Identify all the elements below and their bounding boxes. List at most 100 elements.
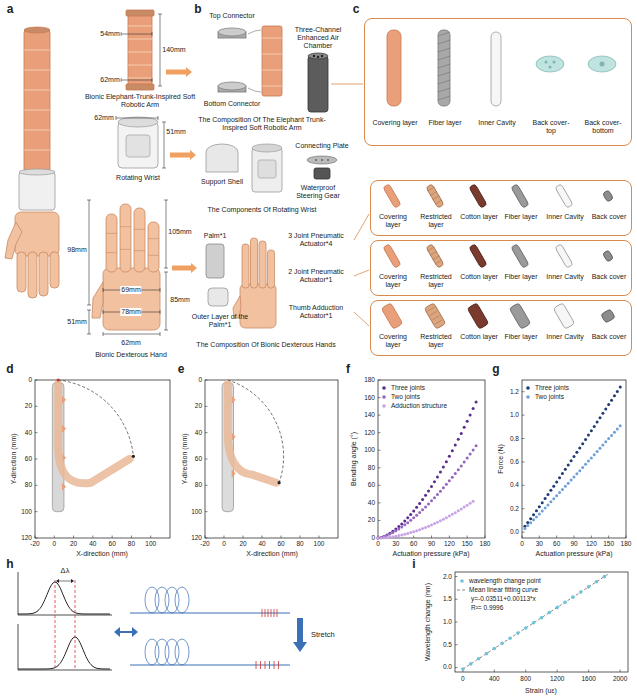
tick-label: 90 [428,540,435,547]
data-point [575,472,578,475]
data-point [570,459,573,462]
data-point [475,400,478,403]
tick-label: 80 [368,464,375,471]
fiber-coil [175,587,189,613]
data-point [587,585,591,589]
data-point [538,512,541,515]
tick-mark [131,536,132,539]
dimension-tick [164,200,168,201]
data-point [436,521,439,524]
legend-line [457,590,467,591]
tick-label: 0 [52,540,56,547]
palm-outer-layer [208,288,228,306]
plate-hole [321,159,323,161]
layer-name: Inner Cavity [544,273,586,281]
assembly-curve [248,30,261,34]
data-point [472,448,475,451]
part-name: 2 Joint Pneumatic Actuator*1 [282,268,350,284]
restricted-rib [435,200,442,204]
finger [39,252,48,296]
fbg-grating [260,661,261,669]
finger-detail [134,208,145,272]
fiber-winding [438,72,450,76]
layer-name: Cotton layer [458,273,500,281]
tick-mark [281,536,282,539]
tick-mark [378,432,381,433]
data-point [406,516,409,519]
tick-label: 2000 [613,675,627,682]
layer-name: Cotton layer [458,213,500,221]
finger-detail [148,222,159,272]
finger [28,252,37,298]
fiber-winding [438,32,450,36]
dimension-label: 62mm [120,339,141,347]
dimension-label: 69mm [120,286,141,294]
data-point [581,442,584,445]
orange-arrow [170,150,196,160]
finger-joint [106,252,117,253]
axis-title: Wavelength change (nm) [424,583,432,661]
fiber-winding [438,40,450,44]
arm-band [24,50,50,51]
part-name: Palm*1 [204,232,227,240]
data-point [619,424,622,427]
cover-hole [600,62,605,67]
data-point [377,537,380,540]
tick-mark [205,536,206,539]
top-connector-face [218,28,246,36]
plot-frame [205,380,338,538]
tick-mark [300,536,301,539]
data-point [394,535,397,538]
wrist-top [118,117,158,127]
tick-label: 0.4 [510,482,519,489]
data-point [581,466,584,469]
cover-hole [553,61,556,64]
dimension-line [121,80,152,81]
data-point [379,536,382,539]
data-point [558,476,561,479]
restricted-rib [430,311,437,315]
fiber-winding [438,96,450,100]
tick-mark [205,538,208,539]
wrist-detail [118,122,158,168]
data-point [451,449,454,452]
tick-label: 30 [536,540,543,547]
legend-marker [526,395,530,399]
tick-label: 0 [28,376,32,383]
optical-fiber [130,613,290,614]
bracket-line [354,214,369,240]
spectrum-axis [18,572,112,615]
data-point [421,527,424,530]
tick-mark [522,391,525,392]
data-point [516,631,520,635]
tick-mark [395,536,396,539]
legend-text: Three joints [535,384,569,391]
data-point [548,611,552,615]
chamber-marker [232,396,236,404]
data-point [540,616,544,620]
tick-mark [205,432,208,433]
chamber-marker [62,483,66,491]
tick-label: 40 [258,540,265,547]
arrow-head-shape [71,579,74,583]
finger-bent [228,384,276,483]
tick-mark [35,406,38,407]
dimension-tick [162,168,166,169]
tick-mark [35,511,38,512]
tick-mark [224,536,225,539]
dimension-label: 51mm [66,318,87,326]
layer-name: Fiber layer [500,213,542,221]
tip-point [278,481,281,484]
data-point [616,427,619,430]
restricted-rib [435,320,442,324]
part-name: Bottom Connector [204,100,260,108]
data-point [567,464,570,467]
top-connector-detail [126,10,154,16]
palm [15,212,59,256]
cover-hole [549,66,552,69]
bracket-line [354,312,369,326]
data-point [493,647,497,651]
data-point [541,509,544,512]
actuator-layer-part [601,309,616,323]
restricted-rib [428,187,435,191]
